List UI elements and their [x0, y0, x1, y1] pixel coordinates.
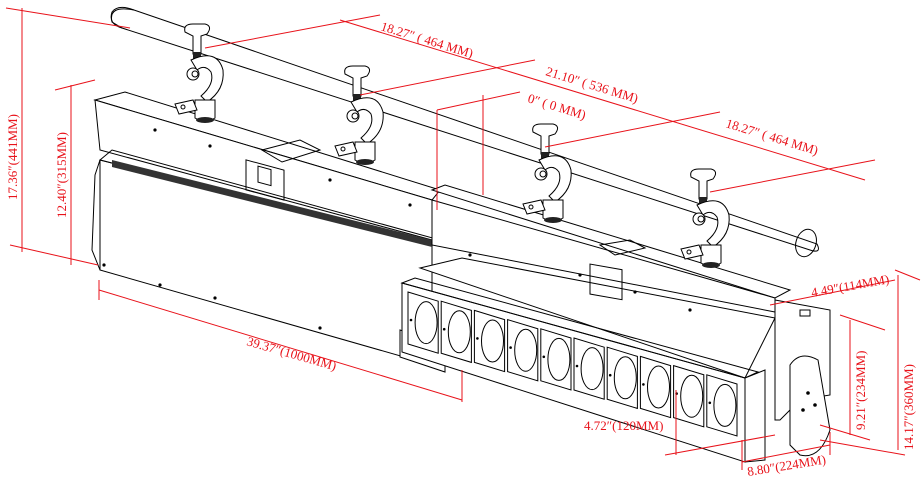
truss-clamp	[680, 168, 730, 268]
dim-front-depth: 4.72″(120MM)	[584, 418, 663, 433]
dim-total-height-right: 14.17″(360MM)	[901, 364, 916, 450]
lens-cell	[606, 346, 638, 410]
truss-clamp	[334, 65, 384, 165]
rear-body	[91, 91, 446, 373]
lens-cell	[407, 291, 439, 354]
dim-body-height: 12.40″(315MM)	[54, 132, 69, 218]
dim-length: 39.37″(1000MM)	[245, 333, 338, 373]
lens-cell	[540, 328, 572, 391]
lens-cell	[573, 337, 605, 400]
clamp-group	[174, 23, 730, 268]
truss-clamp	[174, 23, 224, 123]
dim-clamp-offset: 0″ ( 0 MM)	[526, 91, 588, 123]
dim-overall-height: 17.36″(441MM)	[5, 114, 20, 200]
control-panel-rear	[245, 159, 285, 201]
lens-cell	[639, 355, 672, 419]
lens-row	[407, 291, 738, 437]
lens-cell	[440, 300, 472, 364]
vent-strip	[112, 160, 432, 247]
lens-cell	[706, 374, 738, 437]
dimension-lines	[5, 7, 921, 470]
dim-head-height: 9.21″(234MM)	[853, 351, 868, 430]
control-panel-front	[589, 263, 623, 301]
lens-cell	[507, 318, 539, 382]
lens-cell	[673, 364, 705, 428]
truss-clamp	[522, 123, 572, 223]
truss-pipe	[110, 6, 819, 258]
lens-cell	[473, 309, 506, 373]
dim-top-depth: 4.49″(114MM)	[810, 271, 890, 299]
dim-clamp-spacing-left: 18.27″ ( 464 MM)	[379, 19, 475, 61]
